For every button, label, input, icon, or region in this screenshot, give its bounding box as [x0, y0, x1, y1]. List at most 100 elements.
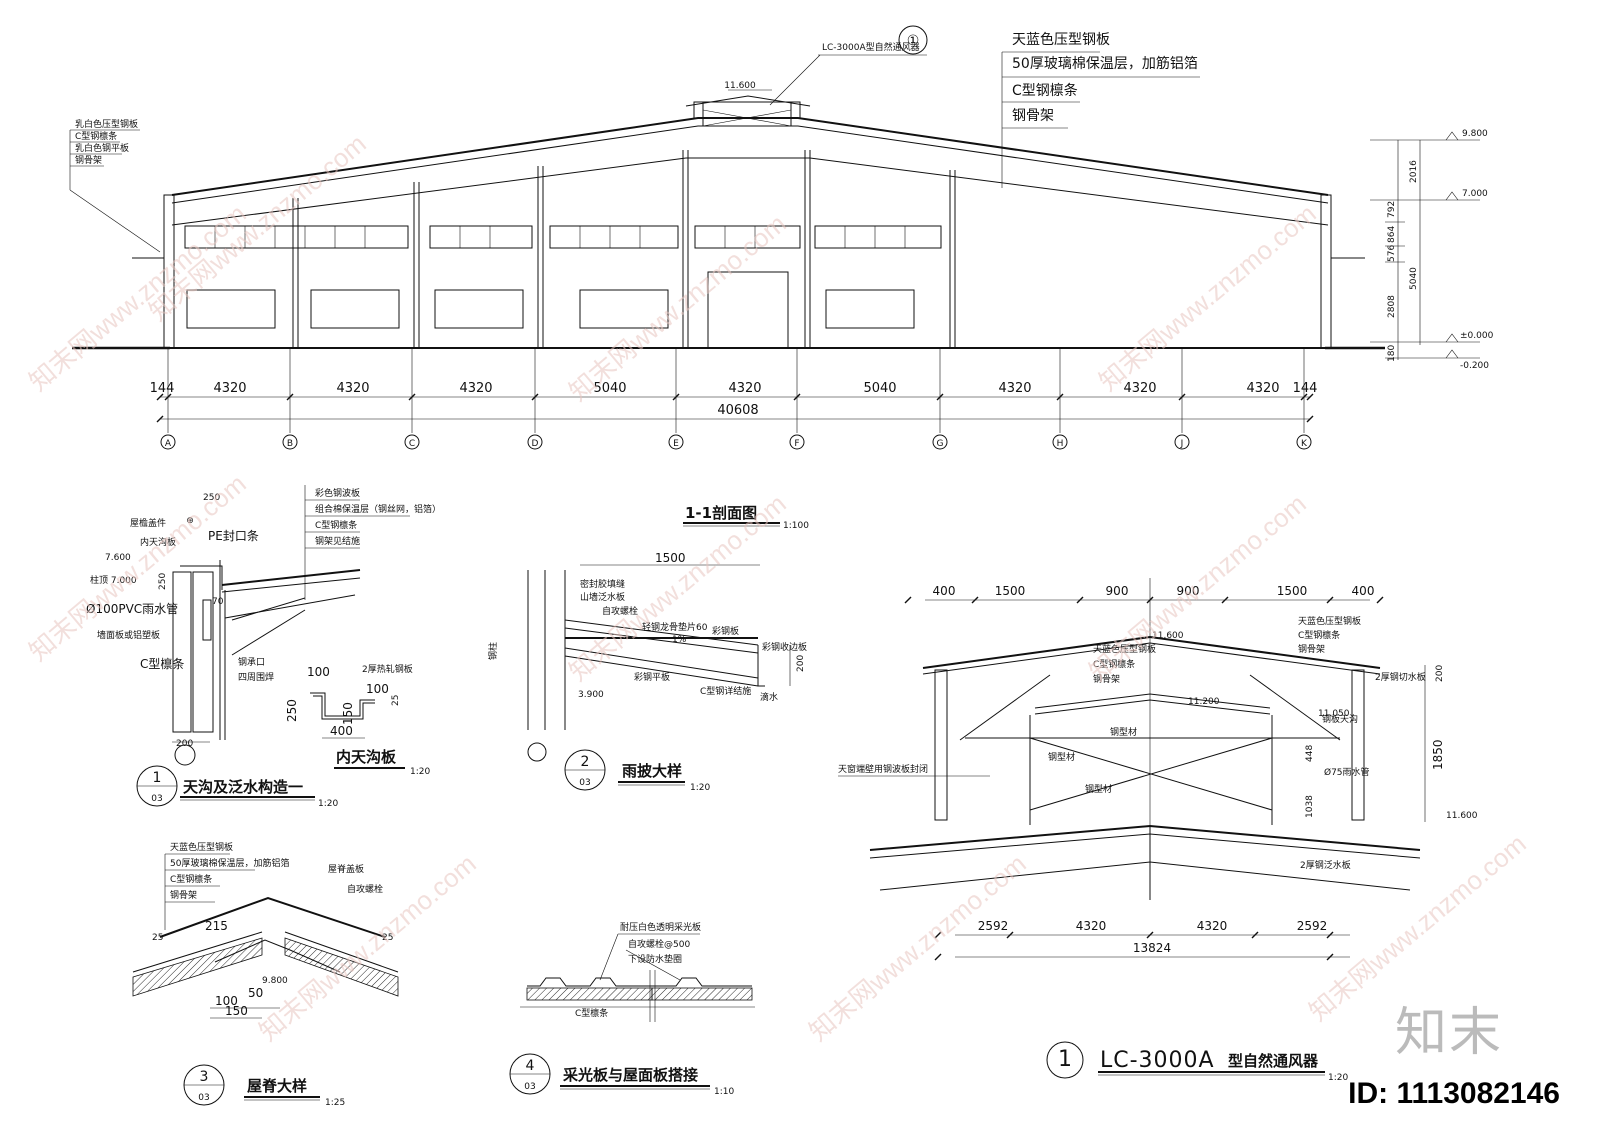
svg-text:448: 448 — [1305, 745, 1315, 762]
svg-text:1500: 1500 — [995, 584, 1026, 598]
svg-text:天蓝色压型钢板: 天蓝色压型钢板 — [1093, 643, 1156, 655]
svg-text:钢型材: 钢型材 — [1110, 726, 1137, 738]
svg-text:5040: 5040 — [863, 381, 896, 396]
svg-text:400: 400 — [1352, 584, 1375, 598]
svg-text:滴水: 滴水 — [760, 691, 778, 703]
svg-text:25: 25 — [152, 933, 163, 943]
svg-text:150: 150 — [225, 1004, 248, 1018]
dimension-tick — [156, 415, 164, 423]
axis-label: F — [794, 439, 799, 449]
svg-text:彩钢板: 彩钢板 — [712, 625, 739, 637]
svg-text:11.200: 11.200 — [1188, 697, 1220, 707]
dimension-tick — [1251, 931, 1259, 939]
svg-text:钢型材: 钢型材 — [1085, 783, 1112, 795]
ventilator-title: 1 LC-3000A 型自然通风器 1:20 — [1046, 1041, 1348, 1083]
svg-text:C型钢檩条: C型钢檩条 — [1298, 629, 1340, 641]
svg-text:柱顶 7.000: 柱顶 7.000 — [90, 574, 137, 586]
axis-label: C — [409, 439, 415, 449]
lower-windows — [186, 271, 915, 349]
axis-bubble — [527, 434, 543, 450]
svg-text:±0.000: ±0.000 — [1460, 331, 1494, 341]
window-band — [184, 225, 942, 249]
axis-bubble — [1052, 434, 1068, 450]
image-id-label: ID: 1113082146 — [1348, 1077, 1560, 1110]
svg-text:C型钢檩条: C型钢檩条 — [1012, 82, 1078, 99]
svg-text:9.800: 9.800 — [1462, 129, 1488, 139]
detail-skylight-lap: 耐压白色透明采光板 自攻螺栓@500 下设防水垫圈 C型檩条 — [520, 921, 755, 1022]
svg-text:50厚玻璃棉保温层，加筋铝箔: 50厚玻璃棉保温层，加筋铝箔 — [1012, 55, 1198, 72]
svg-text:200: 200 — [176, 739, 193, 749]
svg-text:7.000: 7.000 — [1462, 189, 1488, 199]
axis-label: E — [673, 439, 679, 449]
dimension-tick — [1146, 931, 1154, 939]
svg-text:576: 576 — [1387, 245, 1397, 262]
svg-text:乳白色压型钢板: 乳白色压型钢板 — [75, 118, 138, 130]
svg-text:215: 215 — [205, 919, 228, 933]
dimension-tick — [1326, 953, 1334, 961]
svg-text:组合棉保温层（钢丝网，铝箔）: 组合棉保温层（钢丝网，铝箔） — [315, 503, 441, 515]
svg-text:1:10: 1:10 — [714, 1087, 734, 1097]
detail-2-title: 2 03 雨披大样 1:20 — [564, 749, 710, 793]
svg-text:1:100: 1:100 — [783, 521, 809, 531]
svg-text:4320: 4320 — [213, 381, 246, 396]
svg-text:钢承口: 钢承口 — [238, 656, 265, 668]
dimension-tick — [904, 596, 912, 604]
axis-label: A — [165, 439, 172, 449]
svg-text:⊕: ⊕ — [186, 516, 194, 526]
detail-ridge: 天蓝色压型钢板 50厚玻璃棉保温层，加筋铝箔 C型钢檩条 钢骨架 屋脊盖板 自攻… — [132, 841, 399, 1019]
svg-text:Ø100PVC雨水管: Ø100PVC雨水管 — [86, 601, 178, 616]
svg-text:03: 03 — [198, 1093, 209, 1103]
svg-text:144: 144 — [150, 381, 175, 396]
vent-callout: ① LC-3000A型自然通风器 — [769, 25, 928, 106]
svg-text:轻钢龙骨垫片60: 轻钢龙骨垫片60 — [642, 621, 708, 633]
svg-text:2厚钢切水板: 2厚钢切水板 — [1375, 671, 1426, 683]
svg-text:C型钢详结施: C型钢详结施 — [700, 685, 751, 697]
detail-gutter-plate: 100 100 250 150 400 25 2厚热轧钢板 内天沟板 1:20 — [285, 663, 430, 777]
dimension-tick — [1306, 393, 1314, 401]
svg-text:150: 150 — [341, 702, 355, 725]
svg-text:2592: 2592 — [978, 919, 1009, 933]
svg-text:9.800: 9.800 — [262, 976, 288, 986]
svg-text:1500: 1500 — [655, 551, 686, 565]
dimension-tick — [1306, 415, 1314, 423]
axis-bubble — [160, 434, 176, 450]
section-title: 1-1剖面图 — [685, 504, 757, 522]
svg-text:250: 250 — [203, 493, 220, 503]
svg-text:屋脊大样: 屋脊大样 — [247, 1077, 307, 1095]
svg-text:4320: 4320 — [998, 381, 1031, 396]
axis-bubble — [404, 434, 420, 450]
detail-gutter-flashing: 彩色钢波板 组合棉保温层（钢丝网，铝箔） C型钢檩条 钢架见结施 屋檐盖件 内天… — [86, 485, 441, 766]
detail-canopy: 1500 200 密封胶填缝 山墙泛水板 自攻螺栓 轻钢龙骨垫片60 彩钢板 钢… — [487, 551, 807, 762]
svg-text:钢柱: 钢柱 — [487, 642, 499, 660]
svg-text:3: 3 — [200, 1069, 209, 1085]
svg-text:1038: 1038 — [1305, 795, 1315, 818]
detail-3-title: 3 03 屋脊大样 1:25 — [183, 1064, 345, 1108]
svg-text:钢骨架: 钢骨架 — [1012, 108, 1054, 124]
span-dimensions: 144 144 4320 4320 4320 5040 4320 5040 43… — [150, 381, 1317, 423]
svg-text:11.600: 11.600 — [1152, 631, 1184, 641]
dimension-tick — [1076, 596, 1084, 604]
svg-text:C型钢檩条: C型钢檩条 — [170, 873, 212, 885]
svg-text:200: 200 — [796, 655, 806, 672]
axis-label: K — [1301, 439, 1308, 449]
svg-text:1:20: 1:20 — [318, 799, 338, 809]
svg-text:天沟及泛水构造一: 天沟及泛水构造一 — [183, 778, 303, 796]
svg-text:03: 03 — [524, 1082, 535, 1092]
svg-text:①: ① — [907, 33, 920, 49]
svg-text:彩色钢波板: 彩色钢波板 — [315, 487, 360, 499]
dimension-tick — [1006, 931, 1014, 939]
svg-text:7.600: 7.600 — [105, 553, 131, 563]
dimension-tick — [971, 596, 979, 604]
axis-label: B — [287, 439, 293, 449]
wall-right — [1320, 194, 1332, 349]
svg-text:C型檩条: C型檩条 — [575, 1007, 608, 1019]
svg-text:采光板与屋面板搭接: 采光板与屋面板搭接 — [562, 1066, 698, 1084]
dimension-tick — [934, 953, 942, 961]
svg-text:1850: 1850 — [1431, 739, 1445, 770]
dimension-tick — [1376, 596, 1384, 604]
svg-text:彩钢平板: 彩钢平板 — [634, 671, 670, 683]
svg-text:1:20: 1:20 — [1328, 1073, 1348, 1083]
elev-ridge: 11.600 — [724, 81, 756, 91]
axis-bubble — [668, 434, 684, 450]
